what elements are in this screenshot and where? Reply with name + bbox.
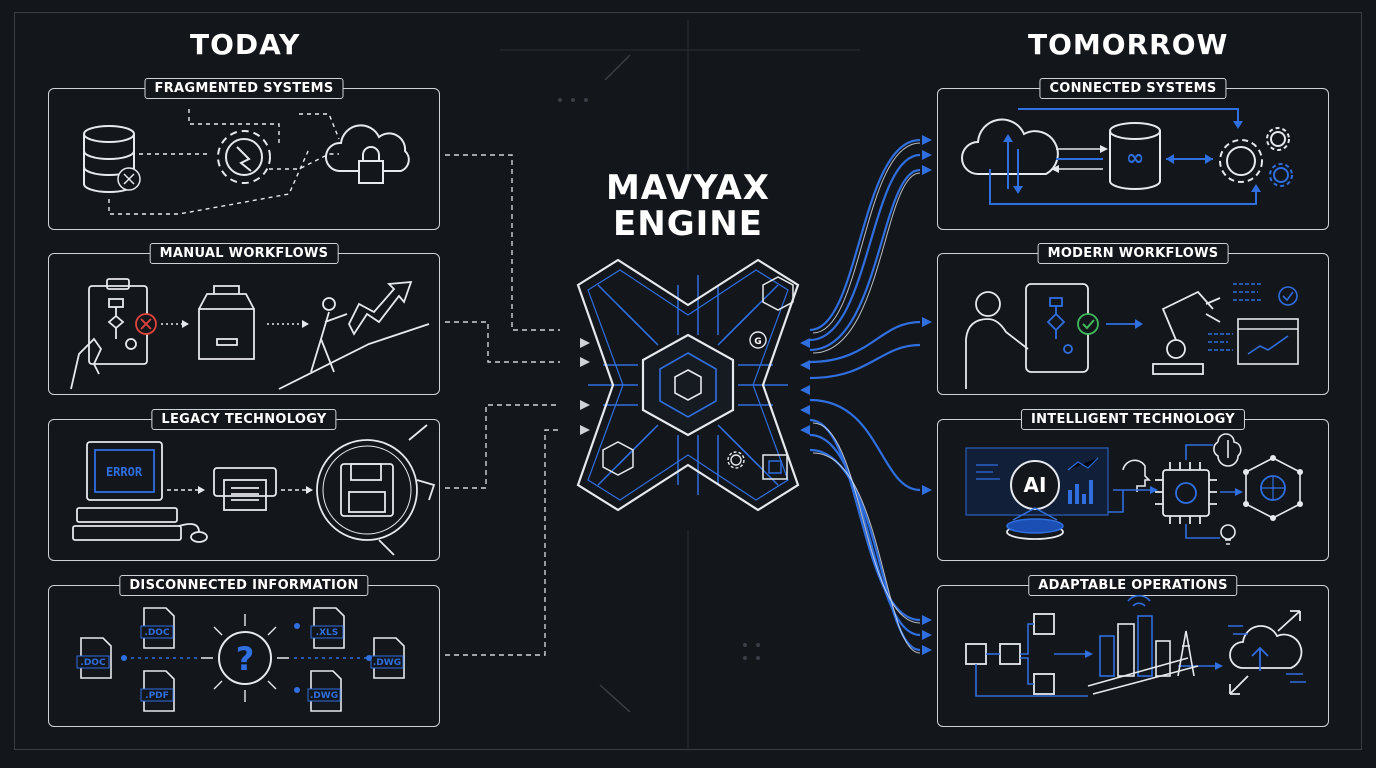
svg-text:∞: ∞ <box>1126 146 1144 171</box>
file-type-label: .XLS <box>316 628 339 638</box>
tomorrow-title: TOMORROW <box>1028 28 1229 61</box>
question-hub-icon: ? <box>201 614 289 702</box>
cloud-lock-icon <box>324 124 410 184</box>
ai-label: AI <box>1024 473 1047 497</box>
panel-adaptable-operations: ADAPTABLE OPERATIONS <box>937 575 1329 727</box>
robot-arm-icon <box>1152 290 1221 375</box>
panel-label: INTELLIGENT TECHNOLOGY <box>1020 409 1246 430</box>
printer-icon <box>213 467 277 511</box>
engine-chip: G <box>576 258 800 512</box>
panel-disconnected-information: DISCONNECTED INFORMATION .DOC .DOC .PDF … <box>48 575 440 727</box>
file-drawer-icon <box>198 285 255 360</box>
file-type-label: .DWG <box>373 658 401 668</box>
engine-title: MAVYAX ENGINE <box>560 170 816 242</box>
dashboard-chart-icon <box>1237 286 1299 365</box>
cloud-upload-icon <box>1229 610 1303 695</box>
file-type-label: .DOC <box>80 658 106 668</box>
error-x-icon <box>117 167 141 191</box>
panel-label: FRAGMENTED SYSTEMS <box>144 78 344 99</box>
outer-frame <box>14 12 1362 750</box>
hexagon-small-icon <box>762 276 794 311</box>
cloud-sync-icon <box>961 118 1059 175</box>
panel-label: MODERN WORKFLOWS <box>1037 243 1229 264</box>
file-type-label: .DWG <box>310 691 338 701</box>
broken-floppy-disk-icon <box>316 424 436 556</box>
database-infinity-icon <box>1109 122 1161 190</box>
hexagon-core-icon <box>641 333 735 437</box>
old-computer-icon <box>72 441 208 543</box>
brain-icon <box>1213 433 1242 467</box>
microchip-icon <box>762 454 788 480</box>
panel-intelligent-technology: INTELLIGENT TECHNOLOGY AI <box>937 409 1329 561</box>
panel-label: CONNECTED SYSTEMS <box>1039 78 1227 99</box>
engine-title-line2: ENGINE <box>613 204 763 244</box>
hexagon-small-icon <box>602 441 634 476</box>
svg-text:?: ? <box>236 640 255 678</box>
flow-nodes-icon <box>965 613 1055 695</box>
neural-network-icon <box>1243 455 1303 521</box>
today-title: TODAY <box>190 28 301 61</box>
file-icon <box>373 637 405 679</box>
panel-label: ADAPTABLE OPERATIONS <box>1028 575 1238 596</box>
panel-label: DISCONNECTED INFORMATION <box>119 575 369 596</box>
processor-icon <box>1155 462 1217 524</box>
error-x-icon <box>135 313 157 335</box>
file-type-label: .PDF <box>145 691 169 701</box>
panel-modern-workflows: MODERN WORKFLOWS <box>937 243 1329 395</box>
g-badge-icon <box>749 331 767 349</box>
panel-fragmented-systems: FRAGMENTED SYSTEMS <box>48 78 440 230</box>
ai-hologram-icon <box>965 447 1109 540</box>
error-screen-text: ERROR <box>106 465 143 479</box>
uphill-struggle-icon <box>278 280 430 390</box>
engine-title-line1: MAVYAX <box>605 168 771 208</box>
smart-city-icon <box>1087 594 1199 695</box>
checkmark-icon <box>1077 313 1099 335</box>
file-icon <box>80 637 112 679</box>
file-icon <box>313 607 345 649</box>
head-brain-icon <box>1122 459 1151 492</box>
file-icon <box>310 670 342 712</box>
panel-legacy-technology: LEGACY TECHNOLOGY ERROR <box>48 409 440 561</box>
broken-gear-icon <box>217 130 271 184</box>
g-badge-text: G <box>754 337 761 347</box>
lightbulb-icon <box>1220 524 1236 545</box>
chip-outline-icon <box>576 258 800 512</box>
panel-label: MANUAL WORKFLOWS <box>149 243 339 264</box>
gears-icon <box>1219 127 1293 187</box>
file-type-label: .DOC <box>144 628 170 638</box>
file-icon <box>143 607 175 649</box>
file-icon <box>143 670 175 712</box>
clipboard-flowchart-icon <box>70 278 148 390</box>
panel-connected-systems: CONNECTED SYSTEMS ∞ <box>937 78 1329 230</box>
panel-label: LEGACY TECHNOLOGY <box>151 409 337 430</box>
panel-manual-workflows: MANUAL WORKFLOWS <box>48 243 440 395</box>
gear-icon <box>727 451 745 469</box>
person-icon <box>965 291 1029 389</box>
